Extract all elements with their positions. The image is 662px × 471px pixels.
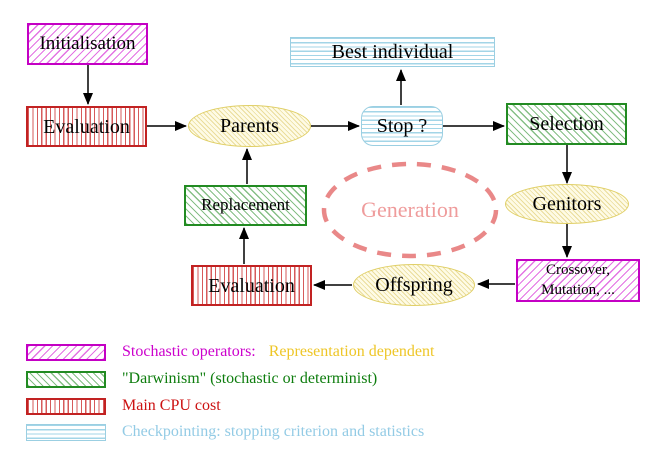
legend-label-cpu-cost: Main CPU cost (122, 397, 221, 414)
legend-row-darwinism: "Darwinism" (stochastic or determinist) (26, 370, 377, 388)
legend-row-checkpointing: Checkpointing: stopping criterion and st… (26, 423, 424, 441)
crossover-line: Crossover, (546, 262, 610, 278)
node-offspring: Offspring (353, 264, 475, 306)
legend-text-stochastic: Stochastic operators: Representation dep… (122, 343, 434, 361)
node-parents: Parents (188, 105, 311, 147)
node-evaluation-bottom: Evaluation (191, 265, 312, 306)
node-genitors: Genitors (505, 184, 629, 224)
node-initialisation: Initialisation (27, 23, 148, 65)
legend-swatch-darwinism (26, 370, 106, 388)
legend-row-cpu-cost: Main CPU cost (26, 397, 221, 415)
node-best-individual: Best individual (290, 37, 495, 67)
node-selection: Selection (506, 103, 627, 145)
legend-swatch-checkpointing (26, 423, 106, 441)
node-stop: Stop ? (361, 106, 443, 146)
legend-row-stochastic: Stochastic operators: Representation dep… (26, 343, 434, 361)
legend-label-darwinism: "Darwinism" (stochastic or determinist) (122, 370, 378, 387)
generation-label: Generation (361, 196, 459, 222)
crossover-mutation-label: Crossover, Mutation, ... (541, 261, 615, 300)
legend-label-checkpointing: Checkpointing: stopping criterion and st… (122, 423, 425, 440)
node-evaluation-top: Evaluation (26, 106, 147, 147)
node-crossover-mutation: Crossover, Mutation, ... (516, 259, 640, 302)
node-replacement: Replacement (184, 185, 307, 226)
legend-label-representation-dependent: Representation dependent (268, 343, 435, 360)
mutation-line: Mutation, ... (541, 281, 615, 298)
legend-swatch-stochastic-operators (26, 343, 106, 361)
legend-label-stochastic-operators: Stochastic operators: (122, 343, 256, 360)
legend-swatch-cpu-cost (26, 397, 106, 415)
